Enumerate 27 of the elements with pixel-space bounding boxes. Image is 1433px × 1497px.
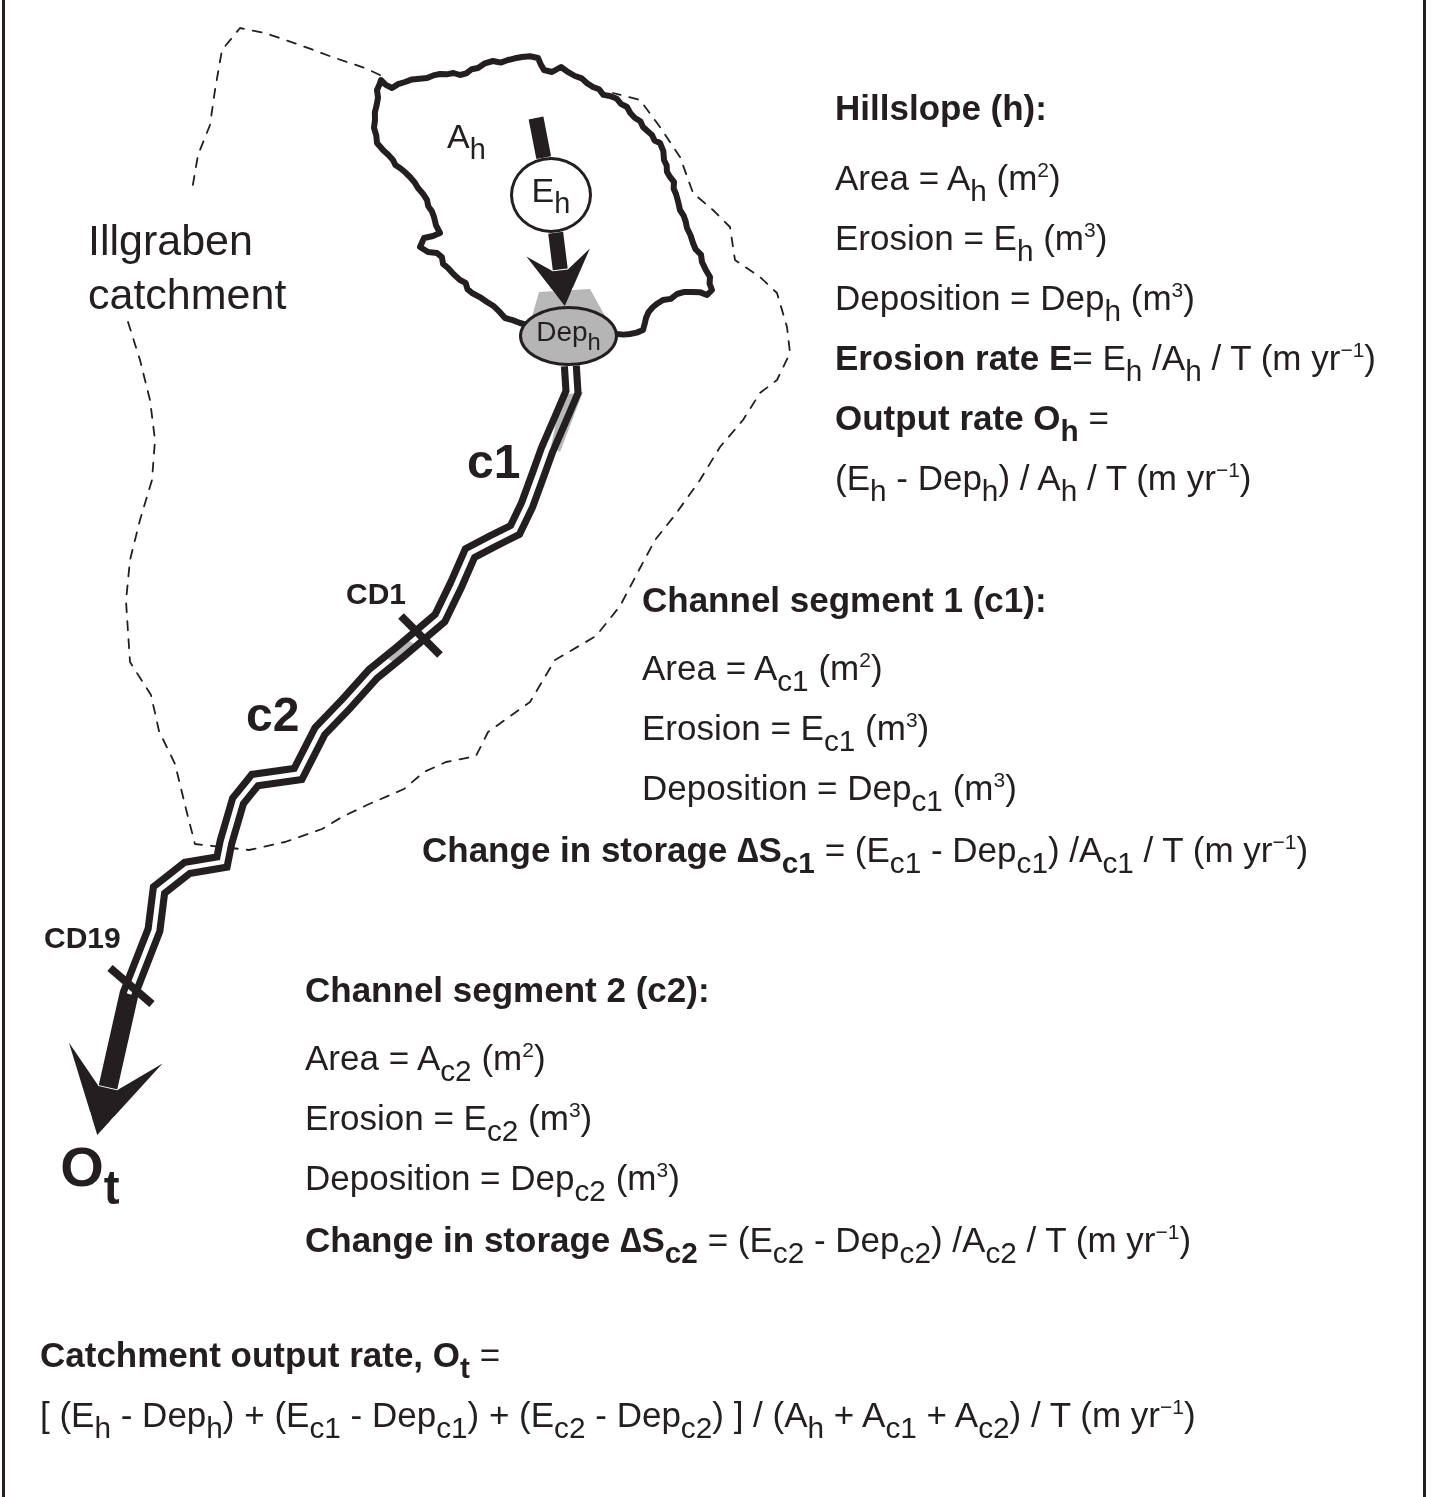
formula-text: Change in storage ∆S$_{c2}$ = (E$_{c2}$ - Dep$_{c2}$) /A$_{c2}$ / T (m yr$^{−1}$) <box>305 1219 1192 1262</box>
formula-text: Deposition = Dep$_{h}$ (m$^{3}$) <box>835 277 1195 320</box>
formula-text: Deposition = Dep$_{c2}$ (m$^{3}$) <box>305 1157 680 1200</box>
formula-text: (E$_{h}$ - Dep$_{h}$) / A$_{h}$ / T (m yr$^{−1}$) <box>835 457 1252 500</box>
formula-text: Area = A$_{c2}$ (m$^{2}$) <box>305 1037 546 1080</box>
checkpoint-label: CD1 <box>346 576 406 613</box>
formula-text: Area = A$_{c1}$ (m$^{2}$) <box>642 647 883 690</box>
section-heading: Channel segment 2 (c2): <box>305 969 710 1012</box>
formula-text: Catchment output rate, O$_{t}$ = <box>40 1334 501 1377</box>
section-heading: Hillslope (h): <box>835 87 1047 130</box>
formula-text: Deposition = Dep$_{c1}$ (m$^{3}$) <box>642 767 1017 810</box>
formula-text: Area = A$_{h}$ (m$^{2}$) <box>835 157 1061 200</box>
formula-text: Erosion rate E= E$_{h}$ /A$_{h}$ / T (m yr$^{−1}$) <box>835 337 1376 380</box>
deposition-symbol: Dep$_{h}$ <box>536 316 601 348</box>
formula-text: [ (E$_{h}$ - Dep$_{h}$) + (E$_{c1}$ - Dep$_{c1}$) + (E$_{c2}$ - Dep$_{c2}$) ] / (A$_{h}$ + A$_{c1}$ + A$_{c2}$) / T (m yr$^{−1}$) <box>40 1394 1196 1437</box>
segment-label: c2 <box>246 687 300 743</box>
formula-text: Erosion = E$_{c1}$ (m$^{3}$) <box>642 707 930 750</box>
section-heading: Channel segment 1 (c1): <box>642 579 1047 622</box>
catchment-label: Illgraben catchment <box>88 215 288 320</box>
area-symbol: A$_{h}$ <box>447 116 486 157</box>
segment-label: c1 <box>467 434 521 490</box>
formula-text: Change in storage ∆S$_{c1}$ = (E$_{c1}$ - Dep$_{c1}$) /A$_{c1}$ / T (m yr$^{−1}$) <box>422 829 1309 872</box>
checkpoint-label: CD19 <box>44 920 121 957</box>
formula-text: Erosion = E$_{c2}$ (m$^{3}$) <box>305 1097 593 1140</box>
formula-text: Erosion = E$_{h}$ (m$^{3}$) <box>835 217 1108 260</box>
formula-text: Output rate O$_{h}$ = <box>835 397 1109 440</box>
flow-line <box>528 116 552 160</box>
